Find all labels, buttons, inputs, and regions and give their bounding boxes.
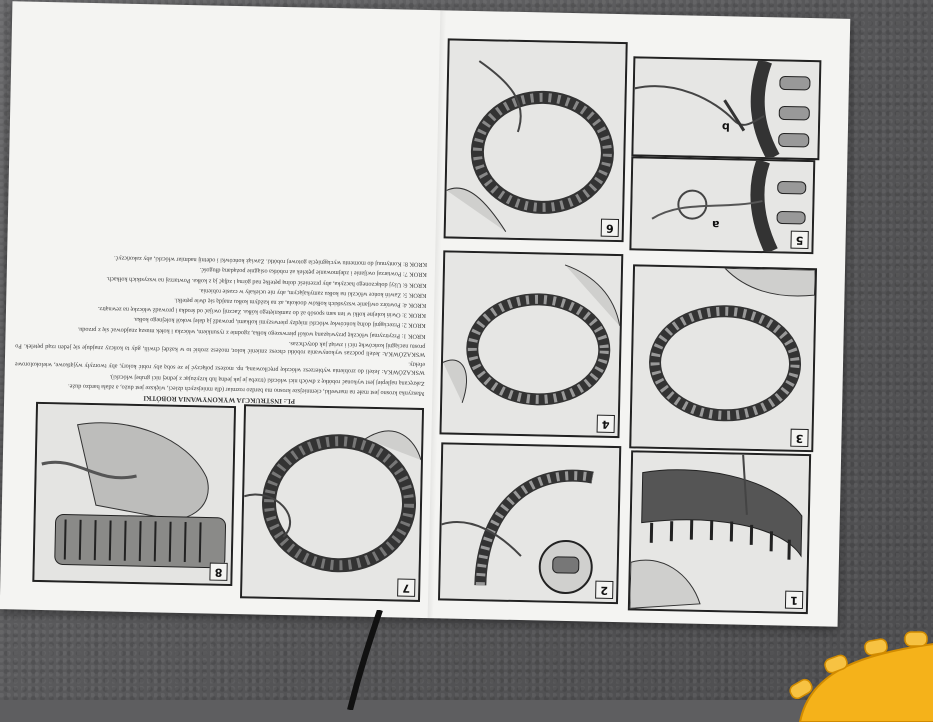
step-panel-3: 3: [629, 264, 817, 452]
step-4-illustration: [442, 252, 622, 436]
step-panel-5b: b: [631, 56, 821, 160]
step-5b-illustration: [633, 58, 819, 158]
step-panel-2: 2: [438, 442, 621, 604]
step-7-illustration: [242, 406, 422, 600]
instruction-text-block: PL: INSTRUKCJA WYKONYWANIA ROBÓTKI Maszy…: [14, 19, 432, 408]
step-panel-4: 4: [439, 250, 623, 438]
plastic-knitting-loom-toy: [780, 612, 933, 722]
step-3-illustration: [631, 266, 815, 450]
step-5a-illustration: [631, 158, 813, 252]
step-panel-1: 1: [628, 450, 811, 614]
step-2-illustration: [440, 444, 619, 602]
step-number: 7: [397, 578, 415, 596]
instruction-sheet: PL: INSTRUKCJA WYKONYWANIA ROBÓTKI Maszy…: [0, 1, 850, 626]
step-number: 1: [785, 591, 803, 609]
step-sub-label: a: [712, 218, 720, 231]
step-panel-7: 7: [240, 404, 424, 602]
cable: [340, 610, 400, 710]
step-number: 8: [209, 563, 227, 581]
step-number: 2: [595, 581, 613, 599]
step-number: 3: [790, 429, 808, 447]
step-panel-6: 6: [444, 38, 628, 242]
step-number: 4: [597, 415, 615, 433]
step-panel-8: 8: [32, 402, 236, 586]
step-number: 5: [790, 231, 808, 249]
step-8-illustration: [34, 404, 234, 584]
step-panel-5a: 5 a: [629, 156, 815, 254]
step-number: 6: [601, 219, 619, 237]
step-sub-label: b: [722, 120, 730, 133]
step-1-illustration: [630, 452, 809, 612]
step-6-illustration: [446, 40, 626, 240]
